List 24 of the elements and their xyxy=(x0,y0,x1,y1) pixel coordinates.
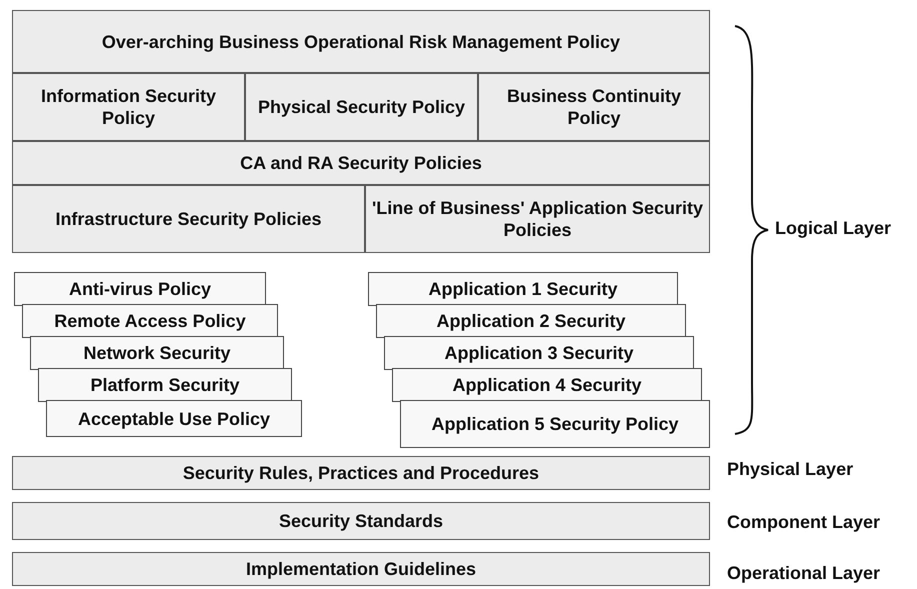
layer-label: Component Layer xyxy=(727,512,880,533)
policy-box: Information Security Policy xyxy=(12,73,245,141)
policy-band: Over-arching Business Operational Risk Management Policy xyxy=(12,10,710,73)
policy-card: Application 1 Security xyxy=(368,272,678,306)
layer-label: Operational Layer xyxy=(727,563,880,584)
layer-band: Security Standards xyxy=(12,502,710,540)
policy-card: Remote Access Policy xyxy=(22,304,278,338)
policy-card: Network Security xyxy=(30,336,284,370)
policy-card: Acceptable Use Policy xyxy=(46,400,302,437)
policy-card: Application 4 Security xyxy=(392,368,702,402)
policy-box: Physical Security Policy xyxy=(245,73,478,141)
policy-box: Business Continuity Policy xyxy=(478,73,710,141)
layer-label: Physical Layer xyxy=(727,459,854,480)
policy-band: CA and RA Security Policies xyxy=(12,141,710,185)
policy-card: Application 2 Security xyxy=(376,304,686,338)
policy-card: Anti-virus Policy xyxy=(14,272,266,306)
policy-box: Infrastructure Security Policies xyxy=(12,185,365,253)
policy-box: 'Line of Business' Application Security Policies xyxy=(365,185,710,253)
layer-band: Implementation Guidelines xyxy=(12,552,710,586)
layer-band: Security Rules, Practices and Procedures xyxy=(12,456,710,490)
policy-card: Platform Security xyxy=(38,368,292,402)
policy-card: Application 5 Security Policy xyxy=(400,400,710,448)
policy-card: Application 3 Security xyxy=(384,336,694,370)
layer-label: Logical Layer xyxy=(775,218,892,239)
